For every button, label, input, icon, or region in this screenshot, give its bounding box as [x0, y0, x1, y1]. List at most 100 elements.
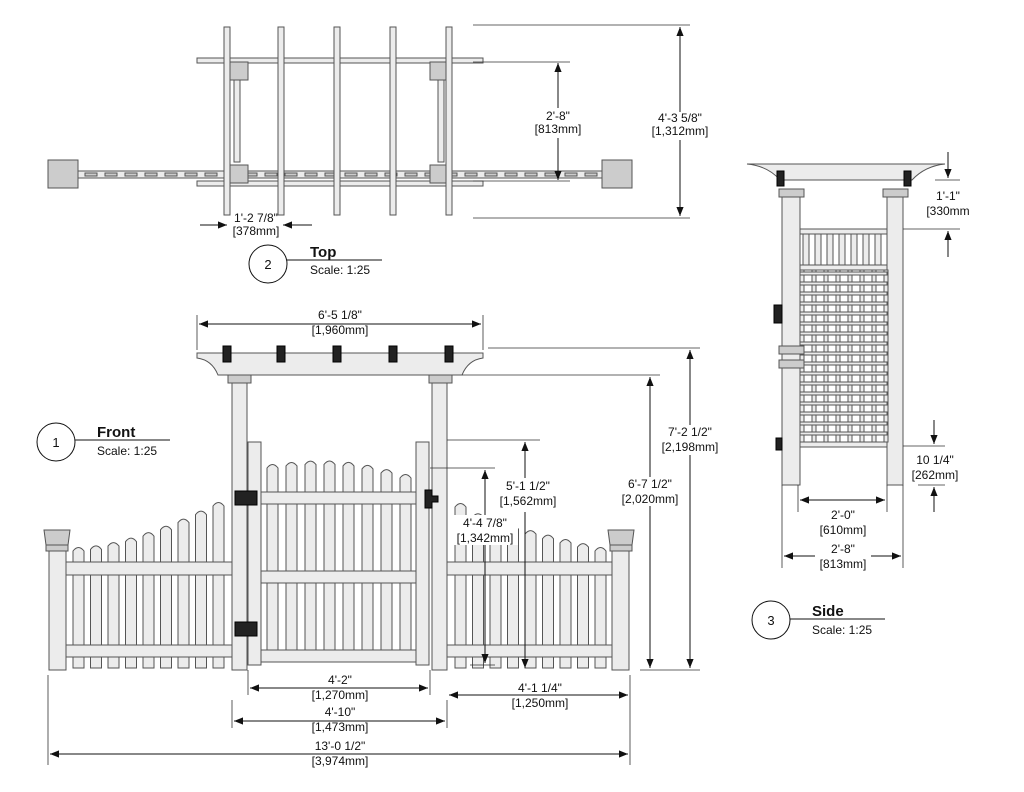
right-rail-top [446, 561, 613, 576]
left-rail-top [65, 561, 233, 576]
left-rail-bottom [65, 644, 233, 658]
dim-beam-width-mm: [1,960mm] [312, 323, 369, 337]
rail-slot [344, 172, 358, 177]
rafter-bracket-icon [388, 345, 398, 363]
lattice-slat [883, 269, 889, 443]
post-top-fl [229, 164, 249, 184]
gate-pickets [266, 460, 412, 661]
side-rail-right [437, 79, 445, 163]
rafter [223, 26, 231, 216]
rafter [277, 26, 285, 216]
hinge-bottom-icon [234, 621, 258, 637]
view-title: Front [97, 424, 135, 441]
side-rail-left [233, 79, 241, 163]
picket [594, 547, 607, 669]
view-title: Side [812, 603, 844, 620]
lattice-slat [799, 361, 888, 366]
lattice-panel [799, 233, 889, 443]
rail-slot [264, 172, 278, 177]
hinge-top-icon [234, 490, 258, 506]
picket [266, 464, 279, 661]
view-scale: Scale: 1:25 [812, 623, 872, 637]
picket [90, 545, 102, 669]
dim-overall-width-mm: [3,974mm] [312, 754, 369, 768]
dim-top-rafter-spacing-mm: [378mm] [233, 224, 280, 238]
rail-slot [164, 172, 178, 177]
end-post-right [601, 159, 633, 189]
dim-beam-width: 6'-5 1/8" [318, 308, 362, 322]
rafter [333, 26, 341, 216]
bracket-icon [776, 170, 785, 187]
picket [342, 461, 355, 661]
post-cap-right [428, 374, 453, 384]
top-view: 4'-3 5/8" [1,312mm] 2'-8" [813mm] 1'-2 7… [47, 24, 709, 284]
dim-top-depth-overall-mm: [1,312mm] [652, 124, 709, 138]
dim-gate-height-side-mm: [1,342mm] [457, 531, 514, 545]
rail-slot [204, 172, 218, 177]
side-post-left [781, 196, 801, 486]
view-scale: Scale: 1:25 [310, 263, 370, 277]
rail-slot [284, 172, 298, 177]
lattice-slat [799, 411, 888, 416]
rail-slot [124, 172, 138, 177]
lattice-slat [799, 421, 888, 426]
end-post-left [47, 159, 79, 189]
baluster [862, 233, 870, 266]
gate-stile-right [415, 441, 430, 666]
lattice-slat [823, 269, 829, 443]
dim-side-bottom-clearance: 10 1/4" [916, 453, 954, 467]
lattice-slat [799, 391, 888, 396]
dim-wing-width: 4'-1 1/4" [518, 681, 562, 695]
picket [195, 510, 207, 669]
lattice-slat [799, 351, 888, 356]
lattice-slat [799, 401, 888, 406]
dim-opening-width: 4'-10" [325, 705, 356, 719]
dim-post-height-mm: [2,020mm] [622, 492, 679, 506]
dim-side-inner-width: 2'-0" [831, 508, 855, 522]
dim-gate-height-side: 4'-4 7/8" [463, 516, 507, 530]
left-wing-pickets [72, 502, 225, 669]
picket [361, 464, 374, 661]
post-top-br [429, 61, 449, 81]
lattice-slat [811, 269, 817, 443]
baluster [814, 233, 822, 266]
dim-overall-height: 7'-2 1/2" [668, 425, 712, 439]
lattice-slat [871, 269, 877, 443]
lattice-slat [799, 331, 888, 336]
lattice-slat [799, 381, 888, 386]
view-number-circle [36, 422, 76, 462]
picket [177, 518, 190, 669]
picket [380, 469, 393, 661]
latch-icon [424, 489, 439, 509]
dim-gate-height-max-mm: [1,562mm] [500, 494, 557, 508]
gate-rail-bottom [260, 649, 417, 663]
post-cap-left [227, 374, 252, 384]
dim-side-beam-clearance: 1'-1" [936, 189, 960, 203]
dim-top-depth-inner-mm: [813mm] [535, 122, 582, 136]
end-post-left [48, 547, 67, 671]
view-number: 1 [52, 435, 59, 450]
picket [212, 502, 225, 669]
view-title: Top [310, 244, 336, 261]
dim-overall-height-mm: [2,198mm] [662, 440, 719, 454]
dim-side-inner-width-mm: [610mm] [820, 523, 867, 537]
hinge-icon [775, 437, 783, 451]
lattice-slat [799, 291, 888, 296]
picket [323, 460, 336, 661]
dim-post-height: 6'-7 1/2" [628, 477, 672, 491]
arbor-post-right [431, 382, 448, 671]
rail-slot [544, 172, 558, 177]
rafter-bracket-icon [444, 345, 454, 363]
rail-slot [304, 172, 318, 177]
rafter-bracket-icon [332, 345, 342, 363]
side-beam [746, 163, 946, 181]
rail-slot [484, 172, 498, 177]
rafters [223, 26, 453, 216]
side-post-right [886, 196, 904, 486]
rafter [445, 26, 453, 216]
lattice-slat [859, 269, 865, 443]
lattice-slat [799, 269, 805, 443]
lattice-slat [799, 311, 888, 316]
rail-slot [404, 172, 418, 177]
end-post-cap-right [607, 529, 635, 546]
